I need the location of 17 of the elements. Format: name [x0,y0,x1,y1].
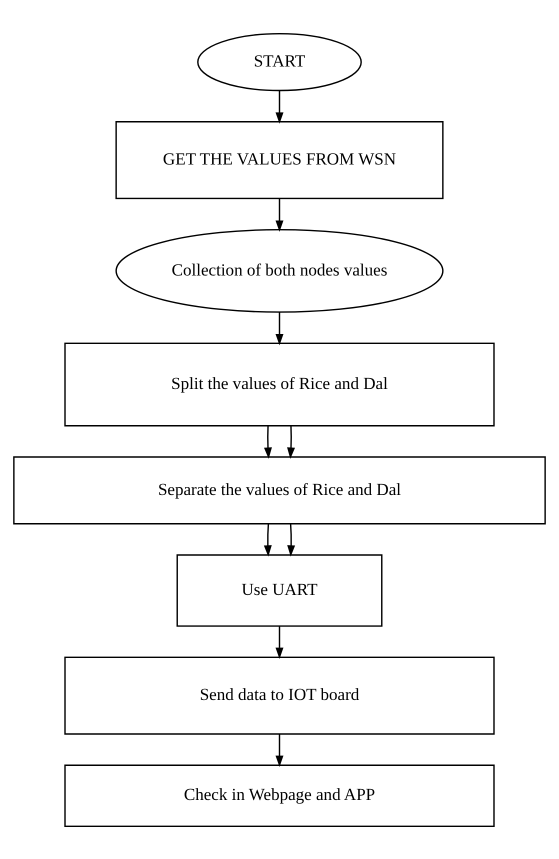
node-ellipse: Collection of both nodes values [115,228,444,312]
node-ellipse: START [197,32,362,91]
node-box: Split the values of Rice and Dal [64,342,495,426]
arrow [276,90,284,124]
node-box: GET THE VALUES FROM WSN [115,120,444,199]
arrow [276,198,284,232]
arrow [287,426,295,458]
arrow [276,312,284,345]
node-box: Send data to IOT board [64,656,495,734]
arrow [276,734,284,766]
node-box: Use UART [176,554,382,626]
node-box: Check in Webpage and APP [64,764,495,827]
arrow [287,524,296,556]
arrow [276,626,284,658]
arrow [264,426,272,458]
node-box: Separate the values of Rice and Dal [13,456,546,524]
arrow [264,524,272,556]
